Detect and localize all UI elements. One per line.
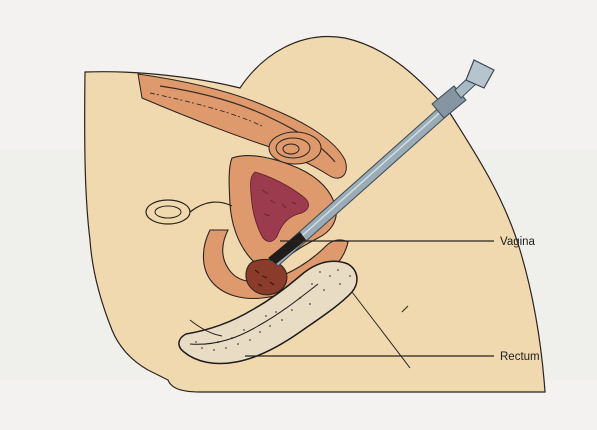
rectum-label: Rectum: [500, 351, 540, 363]
ovary: [146, 200, 190, 224]
vagina-label: Vagina: [500, 236, 536, 248]
cervix: [246, 259, 287, 294]
uterine-coil-outer: [269, 132, 321, 164]
